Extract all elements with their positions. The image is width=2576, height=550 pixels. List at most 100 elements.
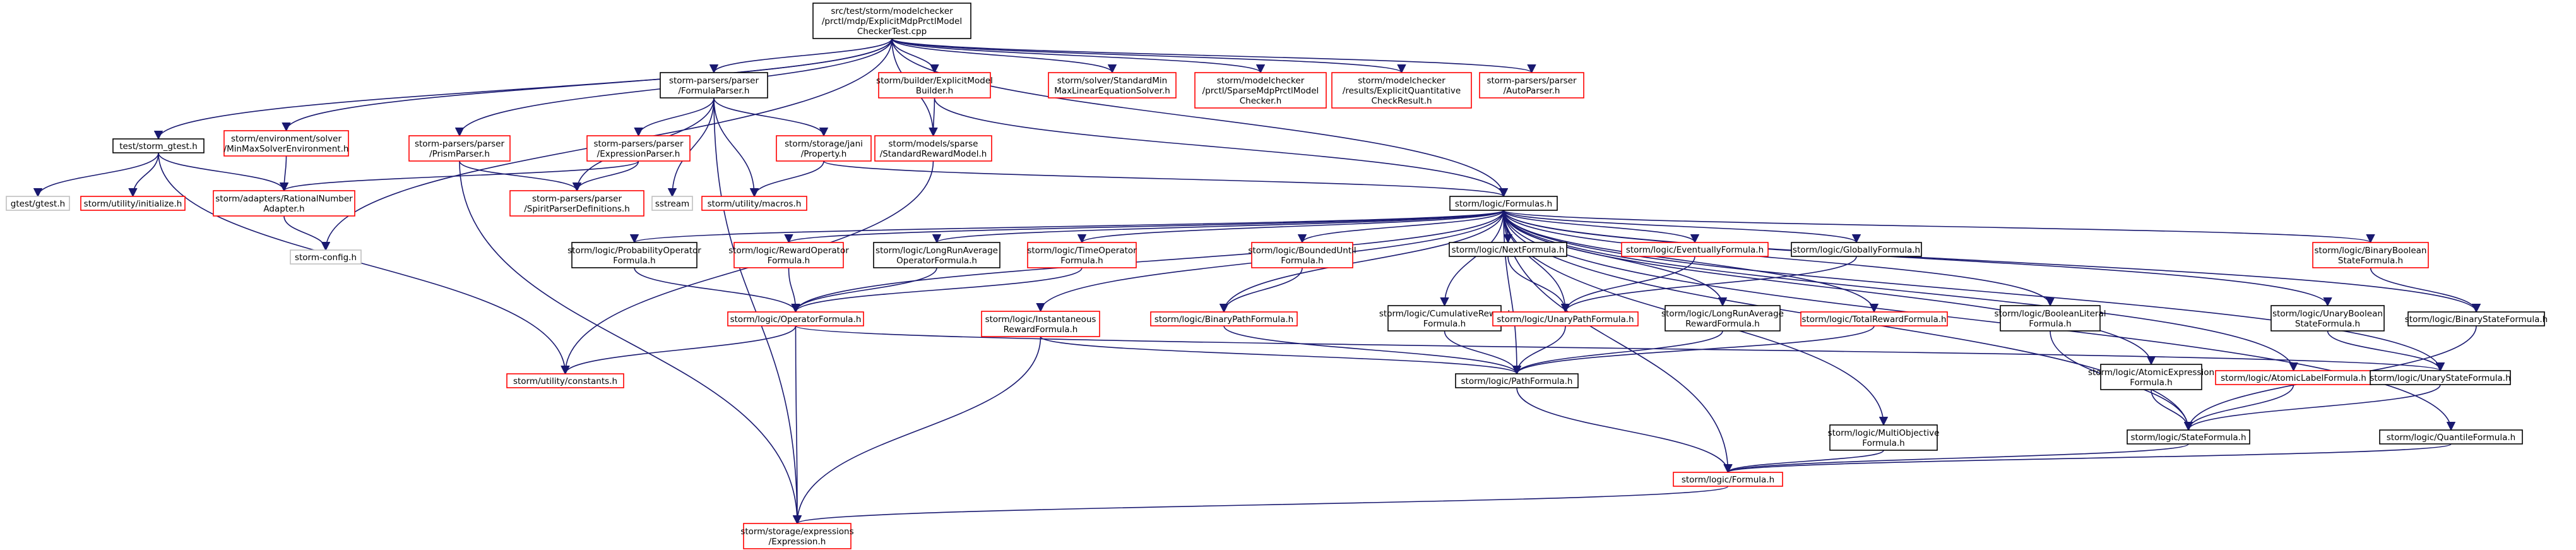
edge-operator_f-to-util_constants [561, 325, 797, 375]
node-formula-parser[interactable]: storm-parsers/parser/FormulaParser.h [660, 72, 768, 99]
node-next-f[interactable]: storm/logic/NextFormula.h [1449, 242, 1567, 257]
node-box [571, 242, 697, 268]
node-box [2370, 370, 2511, 385]
node-auto-parser[interactable]: storm-parsers/parser/AutoParser.h [1479, 72, 1584, 99]
node-util-constants[interactable]: storm/utility/constants.h [506, 373, 624, 388]
node-root[interactable]: src/test/storm/modelchecker/prctl/mdp/Ex… [812, 3, 971, 39]
node-label: storm/logic/PathFormula.h [1461, 376, 1573, 386]
node-storm-config[interactable]: storm-config.h [290, 249, 362, 265]
edge-explicit_builder-to-formulas [934, 97, 1509, 198]
edge-inst_reward-to-expression_h [792, 336, 1042, 525]
node-label: storm/logic/AtomicLabelFormula.h [2221, 373, 2366, 383]
node-box [743, 523, 852, 549]
node-gtest[interactable]: gtest/gtest.h [6, 196, 70, 211]
node-label: storm/storage/expressions [740, 527, 853, 537]
node-atomic-label[interactable]: storm/logic/AtomicLabelFormula.h [2215, 370, 2372, 385]
node-label: /Expression.h [769, 537, 826, 547]
edge-binbool_f-to-binstate_f [2370, 267, 2481, 313]
edge-bounded_until-to-binpath_f [1219, 267, 1303, 313]
node-label: storm/logic/TotalRewardFormula.h [1801, 314, 1946, 325]
node-label: storm/logic/MultiObjective [1828, 428, 1940, 438]
edge-storm_gtest-to-util_constants [158, 152, 570, 375]
node-label: storm/logic/TimeOperator [1027, 246, 1137, 256]
node-label: storm/builder/ExplicitModel [876, 76, 993, 86]
node-sstream[interactable]: sstream [651, 196, 693, 211]
edge-formula_h-to-expression_h [793, 486, 1729, 525]
node-binpath-f[interactable]: storm/logic/BinaryPathFormula.h [1150, 311, 1298, 326]
node-total-reward[interactable]: storm/logic/TotalRewardFormula.h [1800, 311, 1948, 326]
node-label: storm/logic/AtomicExpression [2088, 368, 2214, 378]
node-spirit-defs[interactable]: storm-parsers/parser/SpiritParserDefinit… [509, 190, 644, 217]
node-unarystate-f[interactable]: storm/logic/UnaryStateFormula.h [2370, 370, 2511, 385]
node-label: storm/logic/QuantileFormula.h [2387, 433, 2515, 443]
node-box [6, 196, 70, 211]
node-prism-parser[interactable]: storm-parsers/parser/PrismParser.h [408, 135, 511, 162]
edge-formulas-to-path_f [1503, 210, 1522, 375]
node-label: storm/logic/BooleanLiteral [1994, 309, 2106, 319]
node-path-f[interactable]: storm/logic/PathFormula.h [1455, 373, 1579, 388]
edge-expr_parser-to-spirit_defs [572, 160, 639, 192]
node-label: storm/logic/ProbabilityOperator [567, 246, 701, 256]
node-box [1449, 242, 1567, 257]
node-formula-h[interactable]: storm/logic/Formula.h [1673, 472, 1783, 487]
node-lra-reward[interactable]: storm/logic/LongRunAverageRewardFormula.… [1661, 305, 1784, 332]
node-label: /MinMaxSolverEnvironment.h [224, 144, 349, 154]
node-label: /Property.h [801, 149, 847, 159]
edge-multiobj_f-to-formula_h [1723, 450, 1884, 474]
edge-formula_parser-to-util_macros [713, 97, 759, 198]
node-lra-op[interactable]: storm/logic/LongRunAverageOperatorFormul… [873, 242, 1000, 268]
node-label: storm-parsers/parser [593, 139, 684, 149]
node-label: storm-parsers/parser [532, 194, 622, 204]
node-util-init[interactable]: storm/utility/initialize.h [80, 196, 186, 211]
node-operator-f[interactable]: storm/logic/OperatorFormula.h [727, 311, 864, 326]
node-expr-parser[interactable]: storm-parsers/parser/ExpressionParser.h [586, 135, 691, 162]
node-jani-property[interactable]: storm/storage/jani/Property.h [776, 135, 872, 162]
node-util-macros[interactable]: storm/utility/macros.h [701, 196, 807, 211]
node-box [776, 135, 872, 162]
node-expression-h[interactable]: storm/storage/expressions/Expression.h [740, 523, 854, 549]
node-standard-minmax[interactable]: storm/solver/StandardMinMaxLinearEquatio… [1048, 72, 1177, 99]
edge-globally_f-to-unarypath_f [1560, 256, 1857, 313]
edge-formulas-to-binstate_f [1503, 210, 2481, 313]
edge-formulas-to-binbool_f [1503, 210, 2375, 244]
node-formulas[interactable]: storm/logic/Formulas.h [1449, 196, 1558, 211]
node-storm-gtest[interactable]: test/storm_gtest.h [112, 138, 205, 153]
edge-jani_property-to-formulas [823, 160, 1508, 198]
node-label: storm/logic/BoundedUntil [1248, 246, 1356, 256]
node-quantile-f[interactable]: storm/logic/QuantileFormula.h [2379, 429, 2523, 445]
node-eventually-f[interactable]: storm/logic/EventuallyFormula.h [1621, 242, 1769, 257]
edge-unarystate_f-to-state_f [2183, 384, 2441, 431]
edge-formulas-to-atomic_expr [1503, 210, 2156, 366]
node-state-f[interactable]: storm/logic/StateFormula.h [2127, 429, 2250, 445]
node-box [2000, 305, 2101, 332]
node-box [701, 196, 807, 211]
node-unarypath-f[interactable]: storm/logic/UnaryPathFormula.h [1492, 311, 1639, 326]
node-label: Formula.h [2130, 378, 2172, 388]
node-box [878, 72, 991, 99]
node-label: Formula.h [1423, 319, 1466, 329]
edge-storm_gtest-to-rational_adapter [158, 152, 289, 192]
edge-formulas-to-eventually_f [1503, 210, 1700, 244]
edge-lra_reward-to-path_f [1512, 330, 1723, 375]
node-std-reward-model[interactable]: storm/models/sparse/StandardRewardModel.… [874, 135, 992, 162]
node-explicit-quant[interactable]: storm/modelchecker/results/ExplicitQuant… [1331, 72, 1472, 109]
edge-path_f-to-formula_h [1516, 387, 1733, 474]
edge-prism_parser-to-spirit_defs [459, 160, 582, 192]
node-sparse-mdp-checker[interactable]: storm/modelchecker/prctl/SparseMdpPrctlM… [1194, 72, 1327, 109]
node-binstate-f[interactable]: storm/logic/BinaryStateFormula.h [2405, 311, 2548, 326]
node-minmax-env[interactable]: storm/environment/solver/MinMaxSolverEnv… [223, 130, 349, 157]
node-globally-f[interactable]: storm/logic/GloballyFormula.h [1791, 242, 1922, 257]
